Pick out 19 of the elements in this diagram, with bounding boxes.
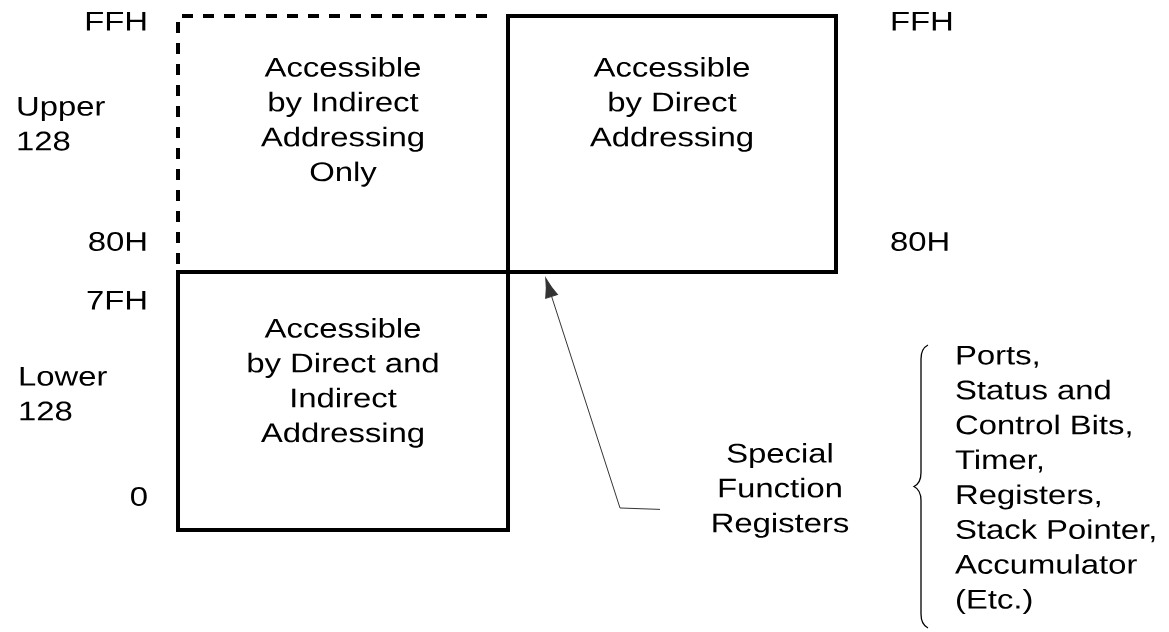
address-label: 0 xyxy=(131,487,147,507)
register-list-item: Accumulator (Etc.) xyxy=(955,554,1137,615)
region-label: Upper 128 xyxy=(18,97,105,151)
address-label: 7FH xyxy=(87,291,146,310)
register-list-item: Timer, xyxy=(955,449,1042,473)
register-list-item: Stack Pointer, xyxy=(956,519,1155,543)
address-label: FFH xyxy=(892,12,952,31)
memory-region-box: Accessible by Direct and Indirect Addressing xyxy=(176,270,510,532)
address-label: 80H xyxy=(891,232,948,252)
region-label: Lower 128 xyxy=(20,367,107,421)
address-label: 80H xyxy=(89,232,146,252)
leader-arrow xyxy=(545,277,661,510)
text-label: Special Function Registers xyxy=(713,443,849,538)
register-list-item: Registers, xyxy=(957,484,1100,510)
address-label: FFH xyxy=(86,12,146,31)
register-list-item: Ports, xyxy=(957,345,1038,368)
memory-region-box: Accessible by Direct Addressing xyxy=(506,14,838,274)
memory-region-box: Accessible by Indirect Addressing Only xyxy=(176,14,490,264)
register-list-item: Status and Control Bits, xyxy=(956,379,1131,438)
